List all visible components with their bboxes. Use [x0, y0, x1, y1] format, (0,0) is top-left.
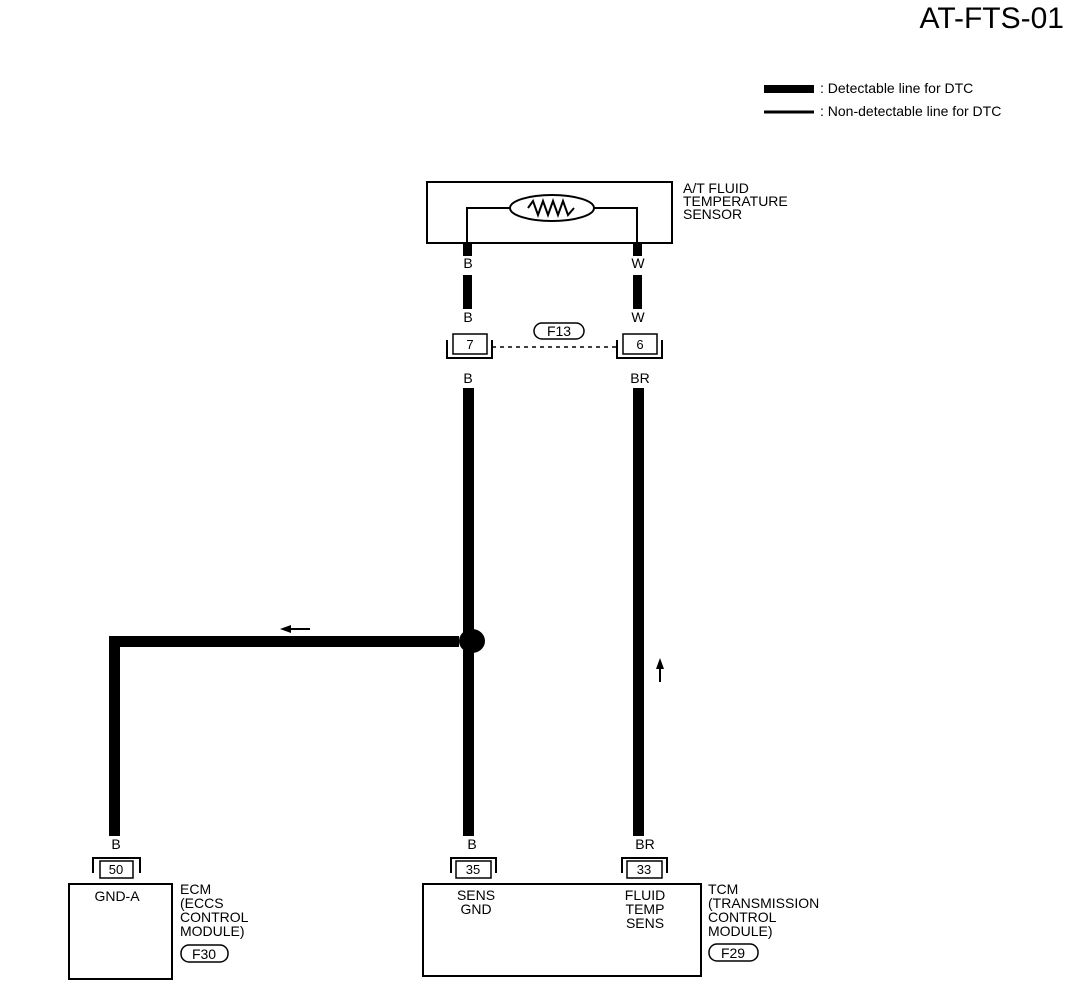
ecm-name-line1: ECM: [180, 881, 211, 897]
legend: : Detectable line for DTC : Non-detectab…: [764, 80, 1001, 119]
wire-b-main-lower: [463, 650, 474, 836]
sensor-right-wire-color: W: [631, 255, 645, 271]
tcm-left-pin: 35: [466, 862, 480, 877]
sensor-left-wire-color: B: [463, 255, 472, 271]
legend-non-detectable-text: : Non-detectable line for DTC: [820, 103, 1001, 119]
ecm-pin-label: GND-A: [94, 888, 140, 904]
sensor-stub-left: [463, 243, 472, 256]
splice-node: [459, 629, 485, 653]
f13-id-oval: [533, 322, 585, 340]
arrow-up-icon: [656, 658, 664, 682]
tcm-name-line4: MODULE): [708, 923, 773, 939]
legend-detectable-text: : Detectable line for DTC: [820, 80, 973, 96]
ecm-pin-box: [99, 860, 134, 879]
tcm-right-pin-label-1: FLUID: [625, 887, 665, 903]
wire-branch-horizontal: [109, 636, 459, 647]
wire-branch-vertical: [109, 636, 120, 836]
sensor-name-line3: SENSOR: [683, 206, 742, 222]
sensor-internal-wire-right: [594, 207, 638, 243]
ecm-name-line4: MODULE): [180, 923, 245, 939]
ecm-box: [68, 883, 173, 980]
tcm-left-connector-housing: [450, 857, 497, 873]
tcm-name-line1: TCM: [708, 881, 738, 897]
sensor-name-line2: TEMPERATURE: [683, 193, 788, 209]
ecm-wire-color: B: [111, 836, 120, 852]
wire-b-upper: [463, 275, 472, 309]
ecm-connector-id: F30: [192, 946, 216, 962]
connector-f13: F13 7 6: [446, 322, 663, 359]
tcm-right-pin-box: [626, 860, 663, 879]
f13-id: F13: [547, 323, 571, 339]
tcm-name-line2: (TRANSMISSION: [708, 895, 819, 911]
tcm-right-wire-color: BR: [635, 836, 654, 852]
tcm-left-wire-color: B: [467, 836, 476, 852]
resistor-zigzag-icon: [527, 198, 575, 218]
tcm-name-line3: CONTROL: [708, 909, 777, 925]
wire-w-upper: [633, 275, 642, 309]
tcm-box: [422, 883, 702, 977]
tcm-right-connector-housing: [621, 857, 668, 873]
f13-right-pin: 6: [636, 337, 643, 352]
f13-left-pin-box: [452, 333, 488, 355]
f13-left-bottom-color: B: [463, 370, 472, 386]
ecm-module: 50 GND-A ECM (ECCS CONTROL MODULE) F30: [68, 857, 249, 980]
tcm-connector-id: F29: [721, 945, 745, 961]
f13-left-pin: 7: [466, 337, 473, 352]
f13-right-pin-box: [622, 333, 658, 355]
ecm-name-line2: (ECCS: [180, 895, 224, 911]
f13-right-top-color: W: [631, 309, 645, 325]
sensor-name-line1: A/T FLUID: [683, 180, 749, 196]
ecm-connector-oval: [180, 944, 229, 963]
ecm-name-line3: CONTROL: [180, 909, 249, 925]
tcm-connector-oval: [708, 943, 759, 962]
ecm-pin: 50: [109, 862, 123, 877]
f13-left-top-color: B: [463, 309, 472, 325]
tcm-module: 35 33 SENS GND FLUID TEMP SENS TCM (TRAN…: [422, 857, 819, 977]
ecm-connector-housing: [92, 857, 141, 873]
tcm-left-pin-label-2: GND: [460, 901, 491, 917]
tcm-left-pin-box: [455, 860, 492, 879]
fluid-temperature-sensor: A/T FLUID TEMPERATURE SENSOR: [426, 180, 788, 244]
f13-left-housing: [446, 340, 493, 359]
tcm-right-pin-label-3: SENS: [626, 915, 664, 931]
arrow-left-icon: [280, 625, 310, 633]
wire-br-main: [633, 388, 644, 836]
sensor-internal-wire-left: [466, 207, 510, 243]
diagram-code: AT-FTS-01: [920, 2, 1064, 35]
f13-right-housing: [616, 340, 663, 359]
sensor-stub-right: [633, 243, 642, 256]
tcm-right-pin: 33: [637, 862, 651, 877]
thermistor-icon: [509, 194, 595, 222]
tcm-right-pin-label-2: TEMP: [626, 901, 665, 917]
f13-right-bottom-color: BR: [630, 370, 649, 386]
sensor-box: [426, 181, 673, 244]
wire-b-main-upper: [463, 388, 474, 638]
tcm-left-pin-label-1: SENS: [457, 887, 495, 903]
